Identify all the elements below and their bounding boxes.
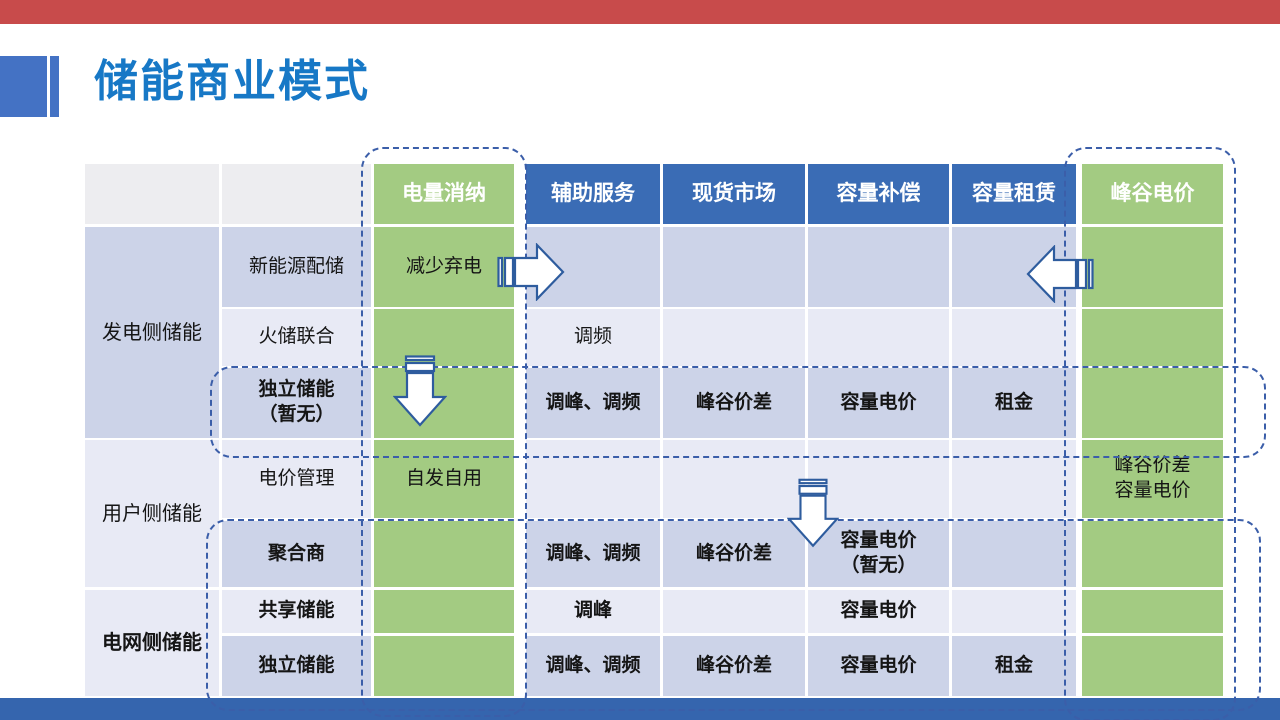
subtype-cell: 火储联合 [222, 309, 371, 366]
value-cell [663, 440, 805, 518]
value-cell [1082, 521, 1223, 587]
group-cell: 用户侧储能 [85, 440, 219, 587]
value-cell: 调峰 [526, 590, 660, 633]
striped-down-arrow-icon [393, 355, 447, 427]
value-cell [952, 521, 1076, 587]
value-cell [374, 368, 514, 438]
value-cell [1082, 368, 1223, 438]
value-cell: 调峰、调频 [526, 368, 660, 438]
striped-right-arrow-icon [497, 243, 565, 301]
title-accent-stripe [50, 56, 59, 117]
value-cell [1082, 590, 1223, 633]
value-cell: 容量电价 [808, 636, 949, 696]
header-cell [222, 164, 371, 224]
title-accent-square [0, 56, 47, 117]
group-cell: 电网侧储能 [85, 590, 219, 696]
value-cell [663, 227, 805, 307]
value-cell [663, 590, 805, 633]
value-cell: 调频 [526, 309, 660, 366]
header-cell: 辅助服务 [526, 164, 660, 224]
top-accent-bar [0, 0, 1280, 24]
header-cell: 容量补偿 [808, 164, 949, 224]
value-cell [952, 440, 1076, 518]
value-cell [808, 309, 949, 366]
value-cell [526, 440, 660, 518]
value-cell: 峰谷价差容量电价 [1082, 440, 1223, 518]
header-cell [85, 164, 219, 224]
value-cell: 峰谷价差 [663, 521, 805, 587]
subtype-cell: 电价管理 [222, 440, 371, 518]
value-cell [808, 440, 949, 518]
value-cell [374, 636, 514, 696]
subtype-cell: 独立储能 [222, 636, 371, 696]
value-cell: 调峰、调频 [526, 636, 660, 696]
value-cell: 容量电价 [808, 590, 949, 633]
header-cell: 峰谷电价 [1082, 164, 1223, 224]
value-cell: 租金 [952, 636, 1076, 696]
value-cell [374, 309, 514, 366]
value-cell [1082, 309, 1223, 366]
header-cell: 电量消纳 [374, 164, 514, 224]
value-cell: 自发自用 [374, 440, 514, 518]
striped-left-arrow-icon [1026, 245, 1094, 303]
header-cell: 现货市场 [663, 164, 805, 224]
value-cell: 容量电价（暂无） [808, 521, 949, 587]
subtype-cell: 新能源配储 [222, 227, 371, 307]
value-cell [663, 309, 805, 366]
value-cell [808, 227, 949, 307]
value-cell: 减少弃电 [374, 227, 514, 307]
value-cell [1082, 636, 1223, 696]
subtype-cell: 独立储能（暂无） [222, 368, 371, 438]
value-cell: 调峰、调频 [526, 521, 660, 587]
header-cell: 容量租赁 [952, 164, 1076, 224]
value-cell: 租金 [952, 368, 1076, 438]
value-cell [952, 309, 1076, 366]
value-cell [374, 590, 514, 633]
page-title: 储能商业模式 [94, 57, 370, 106]
value-cell [374, 521, 514, 587]
group-cell: 发电侧储能 [85, 227, 219, 438]
subtype-cell: 聚合商 [222, 521, 371, 587]
value-cell: 峰谷价差 [663, 368, 805, 438]
subtype-cell: 共享储能 [222, 590, 371, 633]
striped-down-arrow-icon [787, 477, 839, 549]
value-cell [1082, 227, 1223, 307]
bottom-accent-bar [0, 698, 1280, 720]
value-cell [952, 590, 1076, 633]
value-cell: 峰谷价差 [663, 636, 805, 696]
value-cell: 容量电价 [808, 368, 949, 438]
